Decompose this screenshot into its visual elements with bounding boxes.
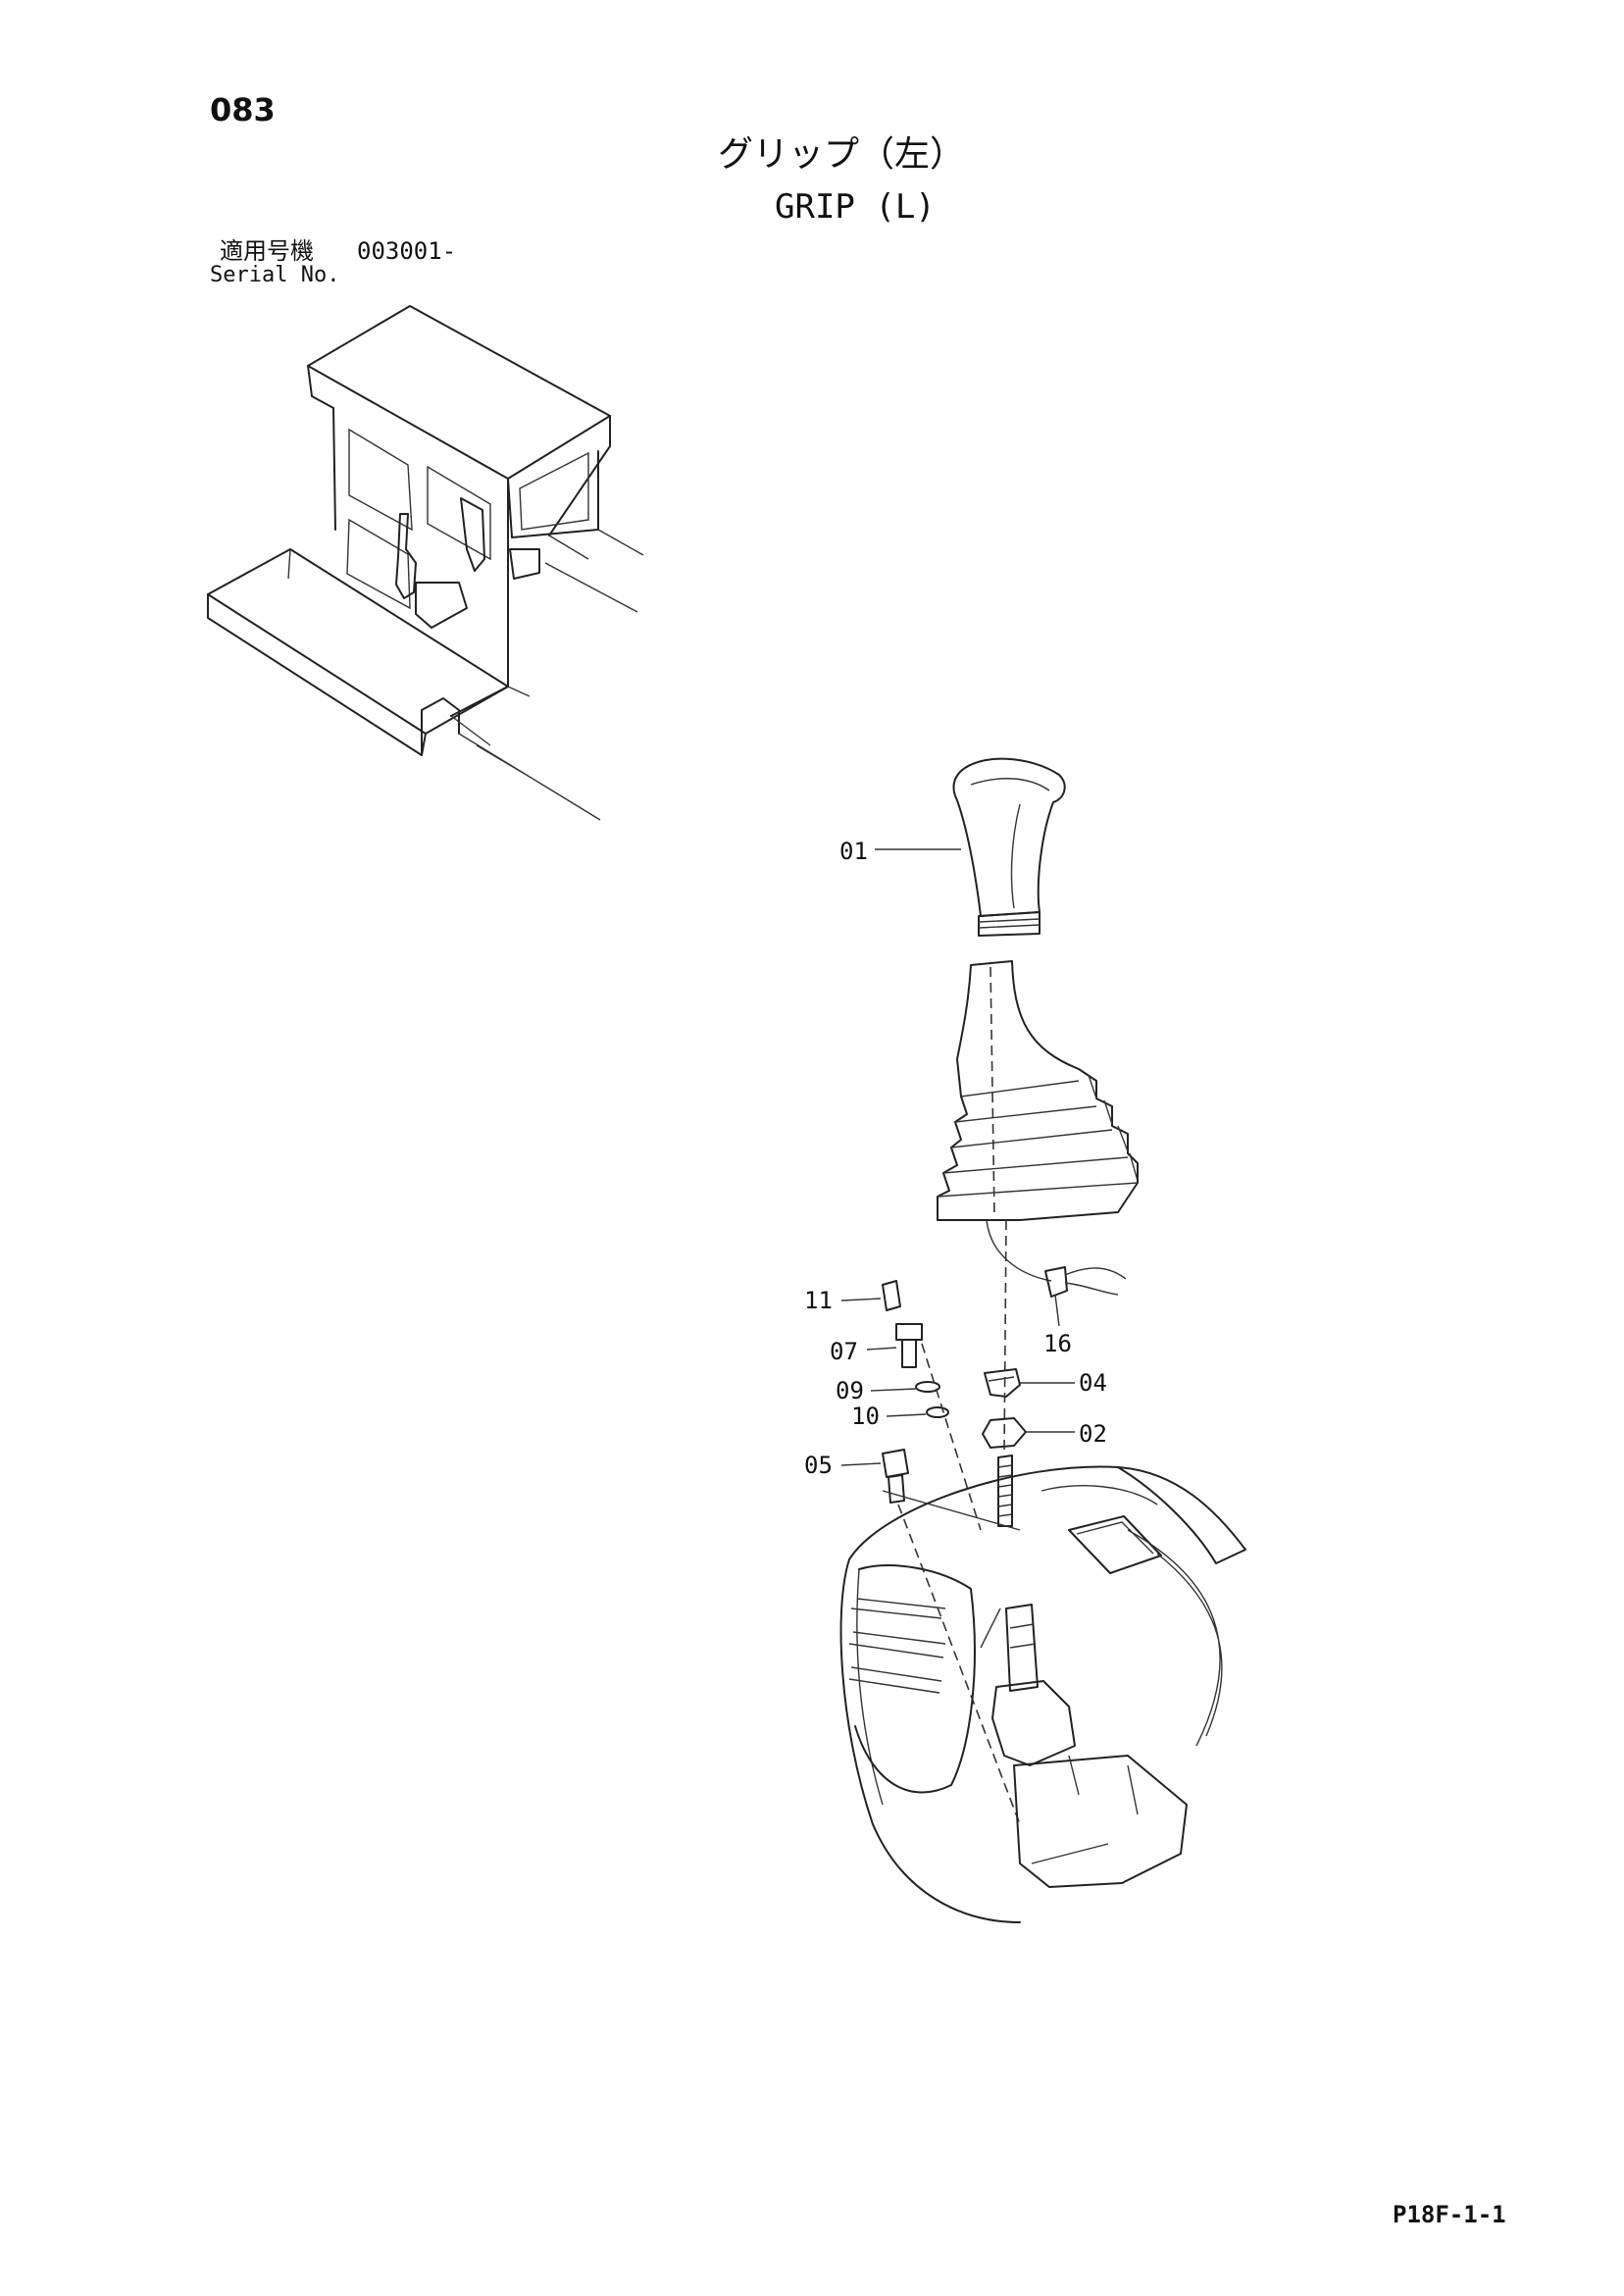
callout-16: 16 xyxy=(1043,1330,1072,1357)
small-parts xyxy=(882,1219,1027,1825)
page-number: 083 xyxy=(210,91,276,128)
title-english: GRIP (L) xyxy=(775,187,936,227)
callout-01: 01 xyxy=(839,838,868,865)
callout-11: 11 xyxy=(804,1287,833,1314)
callout-leaders xyxy=(840,848,1075,1466)
page-reference: P18F-1-1 xyxy=(1393,2201,1506,2228)
grip-knob xyxy=(952,757,1066,937)
callout-07: 07 xyxy=(830,1338,858,1365)
wiring-harness xyxy=(986,1219,1127,1327)
serial-label-japanese: 適用号機 xyxy=(220,237,314,265)
callout-05: 05 xyxy=(804,1452,833,1479)
serial-number: 003001- xyxy=(357,237,457,265)
control-console xyxy=(839,1465,1246,1923)
callout-10: 10 xyxy=(851,1403,880,1430)
title-japanese: グリップ（左） xyxy=(718,134,966,175)
callout-02: 02 xyxy=(1079,1420,1107,1448)
boot-bellows xyxy=(937,960,1139,1221)
serial-label-english: Serial No. xyxy=(210,263,340,287)
cab-location-inset xyxy=(207,305,644,821)
callout-09: 09 xyxy=(836,1377,864,1404)
callout-04: 04 xyxy=(1079,1369,1107,1397)
